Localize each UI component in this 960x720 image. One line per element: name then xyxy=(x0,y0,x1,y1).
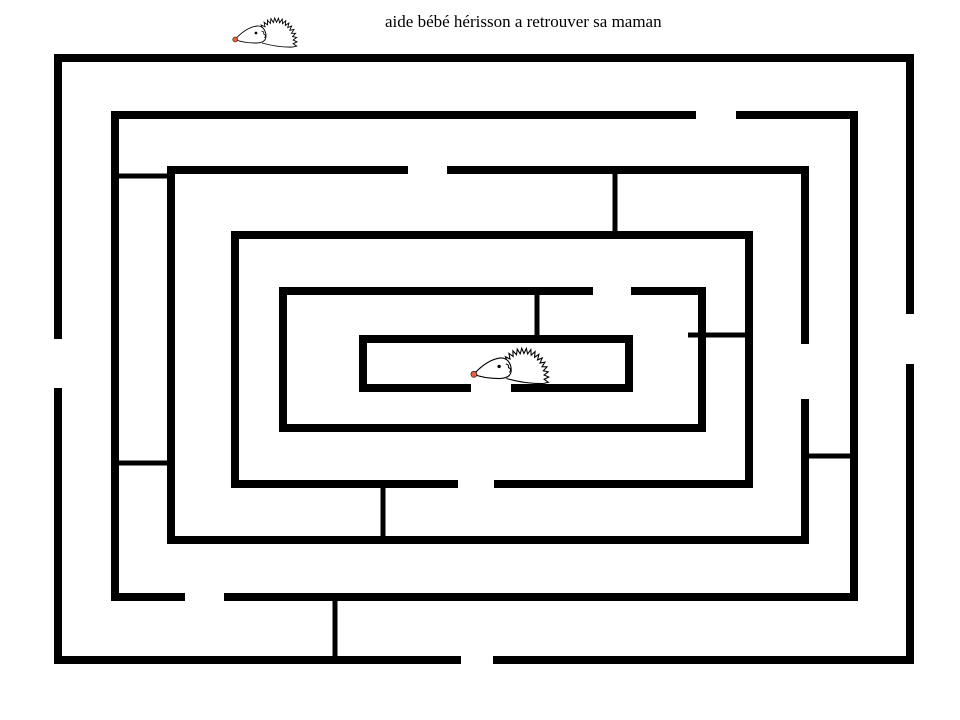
maze-walls xyxy=(54,54,914,664)
mother-hedgehog-icon xyxy=(470,347,550,385)
page-title: aide bébé hérisson a retrouver sa maman xyxy=(385,12,662,31)
baby-hedgehog-icon[interactable] xyxy=(232,17,298,48)
